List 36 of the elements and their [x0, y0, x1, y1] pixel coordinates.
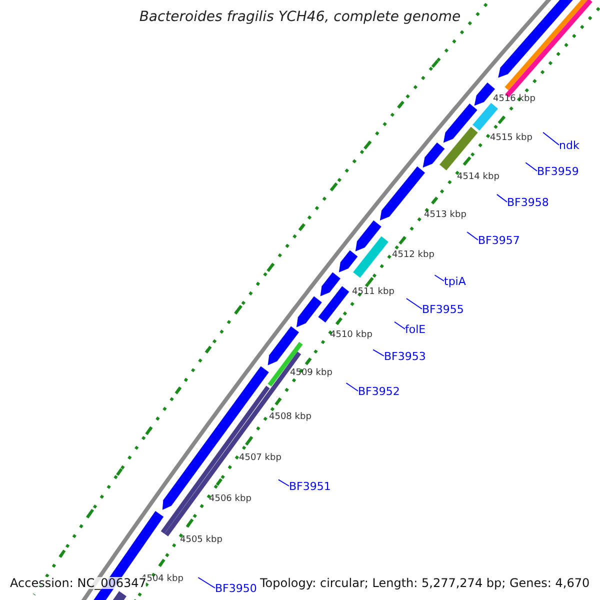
gene-label: BF3953 — [384, 351, 426, 362]
gene-label: BF3958 — [507, 197, 549, 208]
tick-label: 4506 kbp — [209, 495, 252, 504]
tick-label: 4514 kbp — [457, 173, 500, 182]
leader-line — [278, 479, 290, 486]
leader-line — [525, 162, 538, 172]
gene-label: folE — [405, 324, 426, 335]
gene-label: BF3951 — [289, 481, 331, 492]
gene-label: BF3957 — [478, 235, 520, 246]
tick-label: 4510 kbp — [330, 331, 372, 340]
gene-label: BF3952 — [358, 386, 400, 397]
tick-label: 4509 kbp — [290, 369, 332, 378]
tick-label: 4511 kbp — [352, 288, 394, 297]
tick-label: 4505 kbp — [180, 536, 222, 545]
tick-label: 4512 kbp — [392, 251, 434, 260]
gene-label: ndk — [559, 140, 580, 151]
gene-label: tpiA — [444, 276, 466, 287]
tick-label: 4507 kbp — [239, 454, 282, 463]
tick-label: 4516 kbp — [493, 95, 536, 104]
leader-line — [198, 577, 216, 588]
footer-note: Topology: circular; Length: 5,277,274 bp; Genes: 4,670 — [260, 577, 590, 589]
leader-line — [346, 382, 358, 392]
title: Bacteroides fragilis YCH46, complete genome — [138, 10, 462, 24]
tick-label: 4515 kbp — [490, 134, 532, 143]
leader-line — [542, 132, 560, 146]
gene-label: BF3959 — [537, 166, 579, 177]
tick-label: 4508 kbp — [269, 413, 312, 422]
leader-line — [394, 321, 406, 330]
gene-label: BF3955 — [422, 304, 464, 315]
leader-line — [372, 349, 384, 356]
leader-line — [434, 274, 444, 282]
leader-line — [466, 232, 478, 240]
gene-label: BF3950 — [215, 583, 257, 594]
leader-line — [496, 194, 508, 202]
tick-label: 4513 kbp — [424, 211, 466, 220]
leader-line — [406, 298, 422, 310]
